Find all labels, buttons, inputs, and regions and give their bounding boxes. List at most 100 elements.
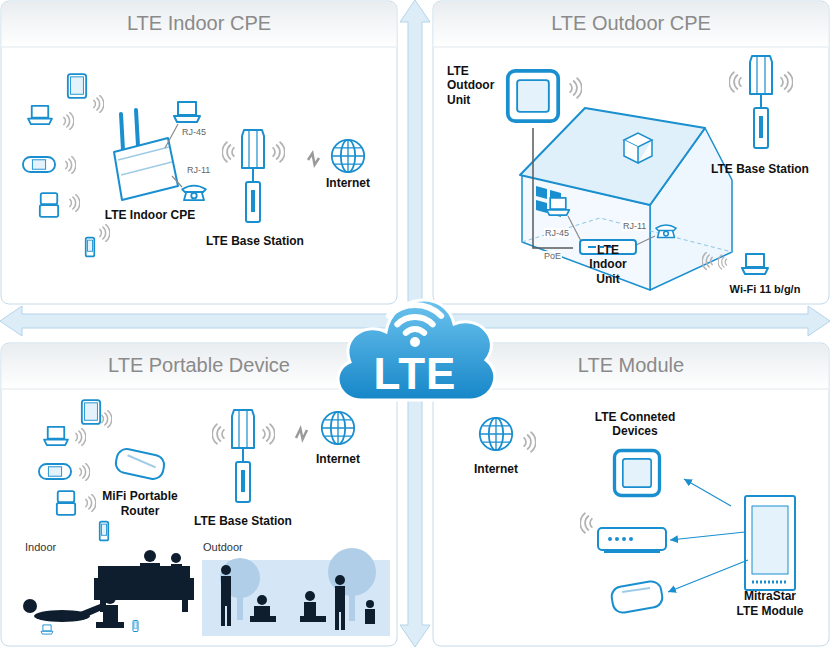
icon-caption-box: LTE Base Station: [191, 406, 295, 528]
indoor-cpe-scene: [273, 142, 285, 162]
indoor-cpe-scene: [165, 124, 182, 187]
outdoor-cpe-scene: [718, 255, 726, 269]
portable-scene: [221, 606, 231, 626]
panel-heading: LTE Outdoor CPE: [551, 1, 711, 35]
portable-scene: [221, 565, 231, 575]
indoor-cpe-scene: [64, 113, 74, 130]
portable-scene: [232, 410, 254, 502]
outdoor-cpe-scene: [781, 72, 793, 92]
icon-caption-box: Internet: [320, 136, 376, 190]
outdoor-cpe-scene: [750, 56, 772, 148]
connector-arrow: [684, 479, 731, 506]
indoor-cpe-scene: [332, 140, 364, 172]
icon-caption-box: LTE Indoor Unit: [573, 236, 643, 286]
indoor-cpe-scene: [114, 138, 178, 200]
module-scene: [480, 418, 512, 450]
cloud-label: LTE: [374, 352, 457, 396]
module-scene: [598, 528, 666, 550]
indoor-cpe-scene: [28, 106, 52, 124]
panel-band: LTE Indoor CPELTE Indoor CPELTE Base Sta…: [1, 1, 397, 304]
portable-scene: [349, 585, 355, 621]
portable-scene: [237, 590, 243, 620]
module-scene: [615, 537, 619, 541]
portable-scene: [212, 424, 224, 444]
module-scene: [752, 581, 788, 584]
module-scene: [752, 506, 788, 574]
edge-label: PoE: [543, 251, 562, 261]
portable-scene: [96, 622, 124, 628]
panel-heading: LTE Indoor CPE: [127, 1, 271, 35]
outdoor-cpe-scene: [656, 225, 676, 237]
module-scene: [524, 432, 536, 452]
indoor-cpe-scene: [68, 74, 86, 98]
portable-scene: [365, 609, 375, 624]
portable-scene: [23, 599, 37, 613]
icon-caption: Wi-Fi 11 b/g/n: [730, 283, 801, 296]
wireless-link: [308, 153, 319, 165]
portable-scene: [82, 400, 100, 424]
portable-scene: [76, 429, 86, 446]
portable-scene: [114, 447, 166, 480]
panel-frame: [2, 2, 397, 48]
panel-heading: LTE Module: [578, 343, 684, 377]
module-scene: [610, 580, 664, 614]
wireless-link: [296, 429, 307, 439]
portable-scene: [23, 550, 194, 628]
indoor-cpe-scene: [118, 147, 172, 175]
portable-scene: [39, 464, 71, 479]
portable-scene: [133, 621, 138, 632]
outdoor-cpe-scene: [729, 72, 741, 92]
icon-caption: LTE Base Station: [206, 234, 304, 248]
indoor-cpe-scene: [94, 96, 104, 113]
portable-scene: [80, 464, 90, 481]
portable-scene: [305, 591, 315, 601]
module-scene: [622, 537, 626, 541]
panel-heading: LTE Portable Device: [108, 343, 290, 377]
portable-scene: [80, 604, 102, 618]
panel-frame: [1, 1, 397, 304]
module-scene: [480, 418, 795, 614]
icon-caption-box: LTE Outdoor Unit: [447, 64, 567, 128]
module-scene: [604, 551, 660, 553]
portable-scene: [250, 616, 276, 622]
icon-caption-box: Internet: [308, 408, 368, 466]
outdoor-cpe-scene: [742, 254, 768, 274]
wifi-dot: [410, 337, 420, 347]
wifi-arc: [406, 329, 424, 333]
icon-caption: LTE Outdoor Unit: [447, 64, 501, 107]
icon-caption: LTE Indoor Unit: [577, 243, 639, 286]
icon-caption: MiFi Portable Router: [92, 489, 188, 518]
icon-caption-box: MiFi Portable Router: [88, 446, 192, 518]
indoor-cpe-scene: [174, 102, 200, 122]
scene-label: Outdoor: [202, 541, 244, 553]
portable-scene: [100, 522, 109, 541]
icon-caption: MitraStar LTE Module: [734, 589, 806, 618]
indoor-cpe-scene: [23, 74, 364, 256]
portable-scene: [171, 553, 181, 563]
portable-scene: [41, 625, 53, 634]
outdoor-cpe-scene: [570, 78, 582, 98]
portable-scene: [335, 586, 345, 612]
portable-scene: [257, 595, 267, 605]
indoor-cpe-scene: [40, 193, 58, 217]
icon-caption-box: LTE Base Station: [708, 52, 812, 176]
indoor-cpe-scene: [182, 186, 206, 201]
module-scene: [608, 537, 612, 541]
icon-caption-box: Wi-Fi 11 b/g/n: [716, 246, 814, 296]
module-scene: [622, 588, 650, 592]
indoor-cpe-scene: [100, 225, 110, 242]
port-label: RJ-11: [186, 165, 211, 175]
portable-scene: [220, 548, 376, 621]
wifi-arc: [397, 317, 432, 324]
module-scene: [615, 451, 660, 496]
wifi-arc: [389, 305, 441, 316]
icon-caption: LTE Conneted Devices: [590, 410, 680, 439]
portable-scene: [57, 491, 75, 515]
panel-band: LTE Portable DeviceMiFi Portable RouterL…: [1, 343, 397, 646]
portable-scene: [44, 427, 68, 445]
port-label: RJ-11: [622, 221, 647, 231]
outdoor-cpe-scene: [536, 186, 547, 199]
lte-cloud: LTE: [328, 278, 502, 406]
portable-scene: [304, 602, 316, 618]
